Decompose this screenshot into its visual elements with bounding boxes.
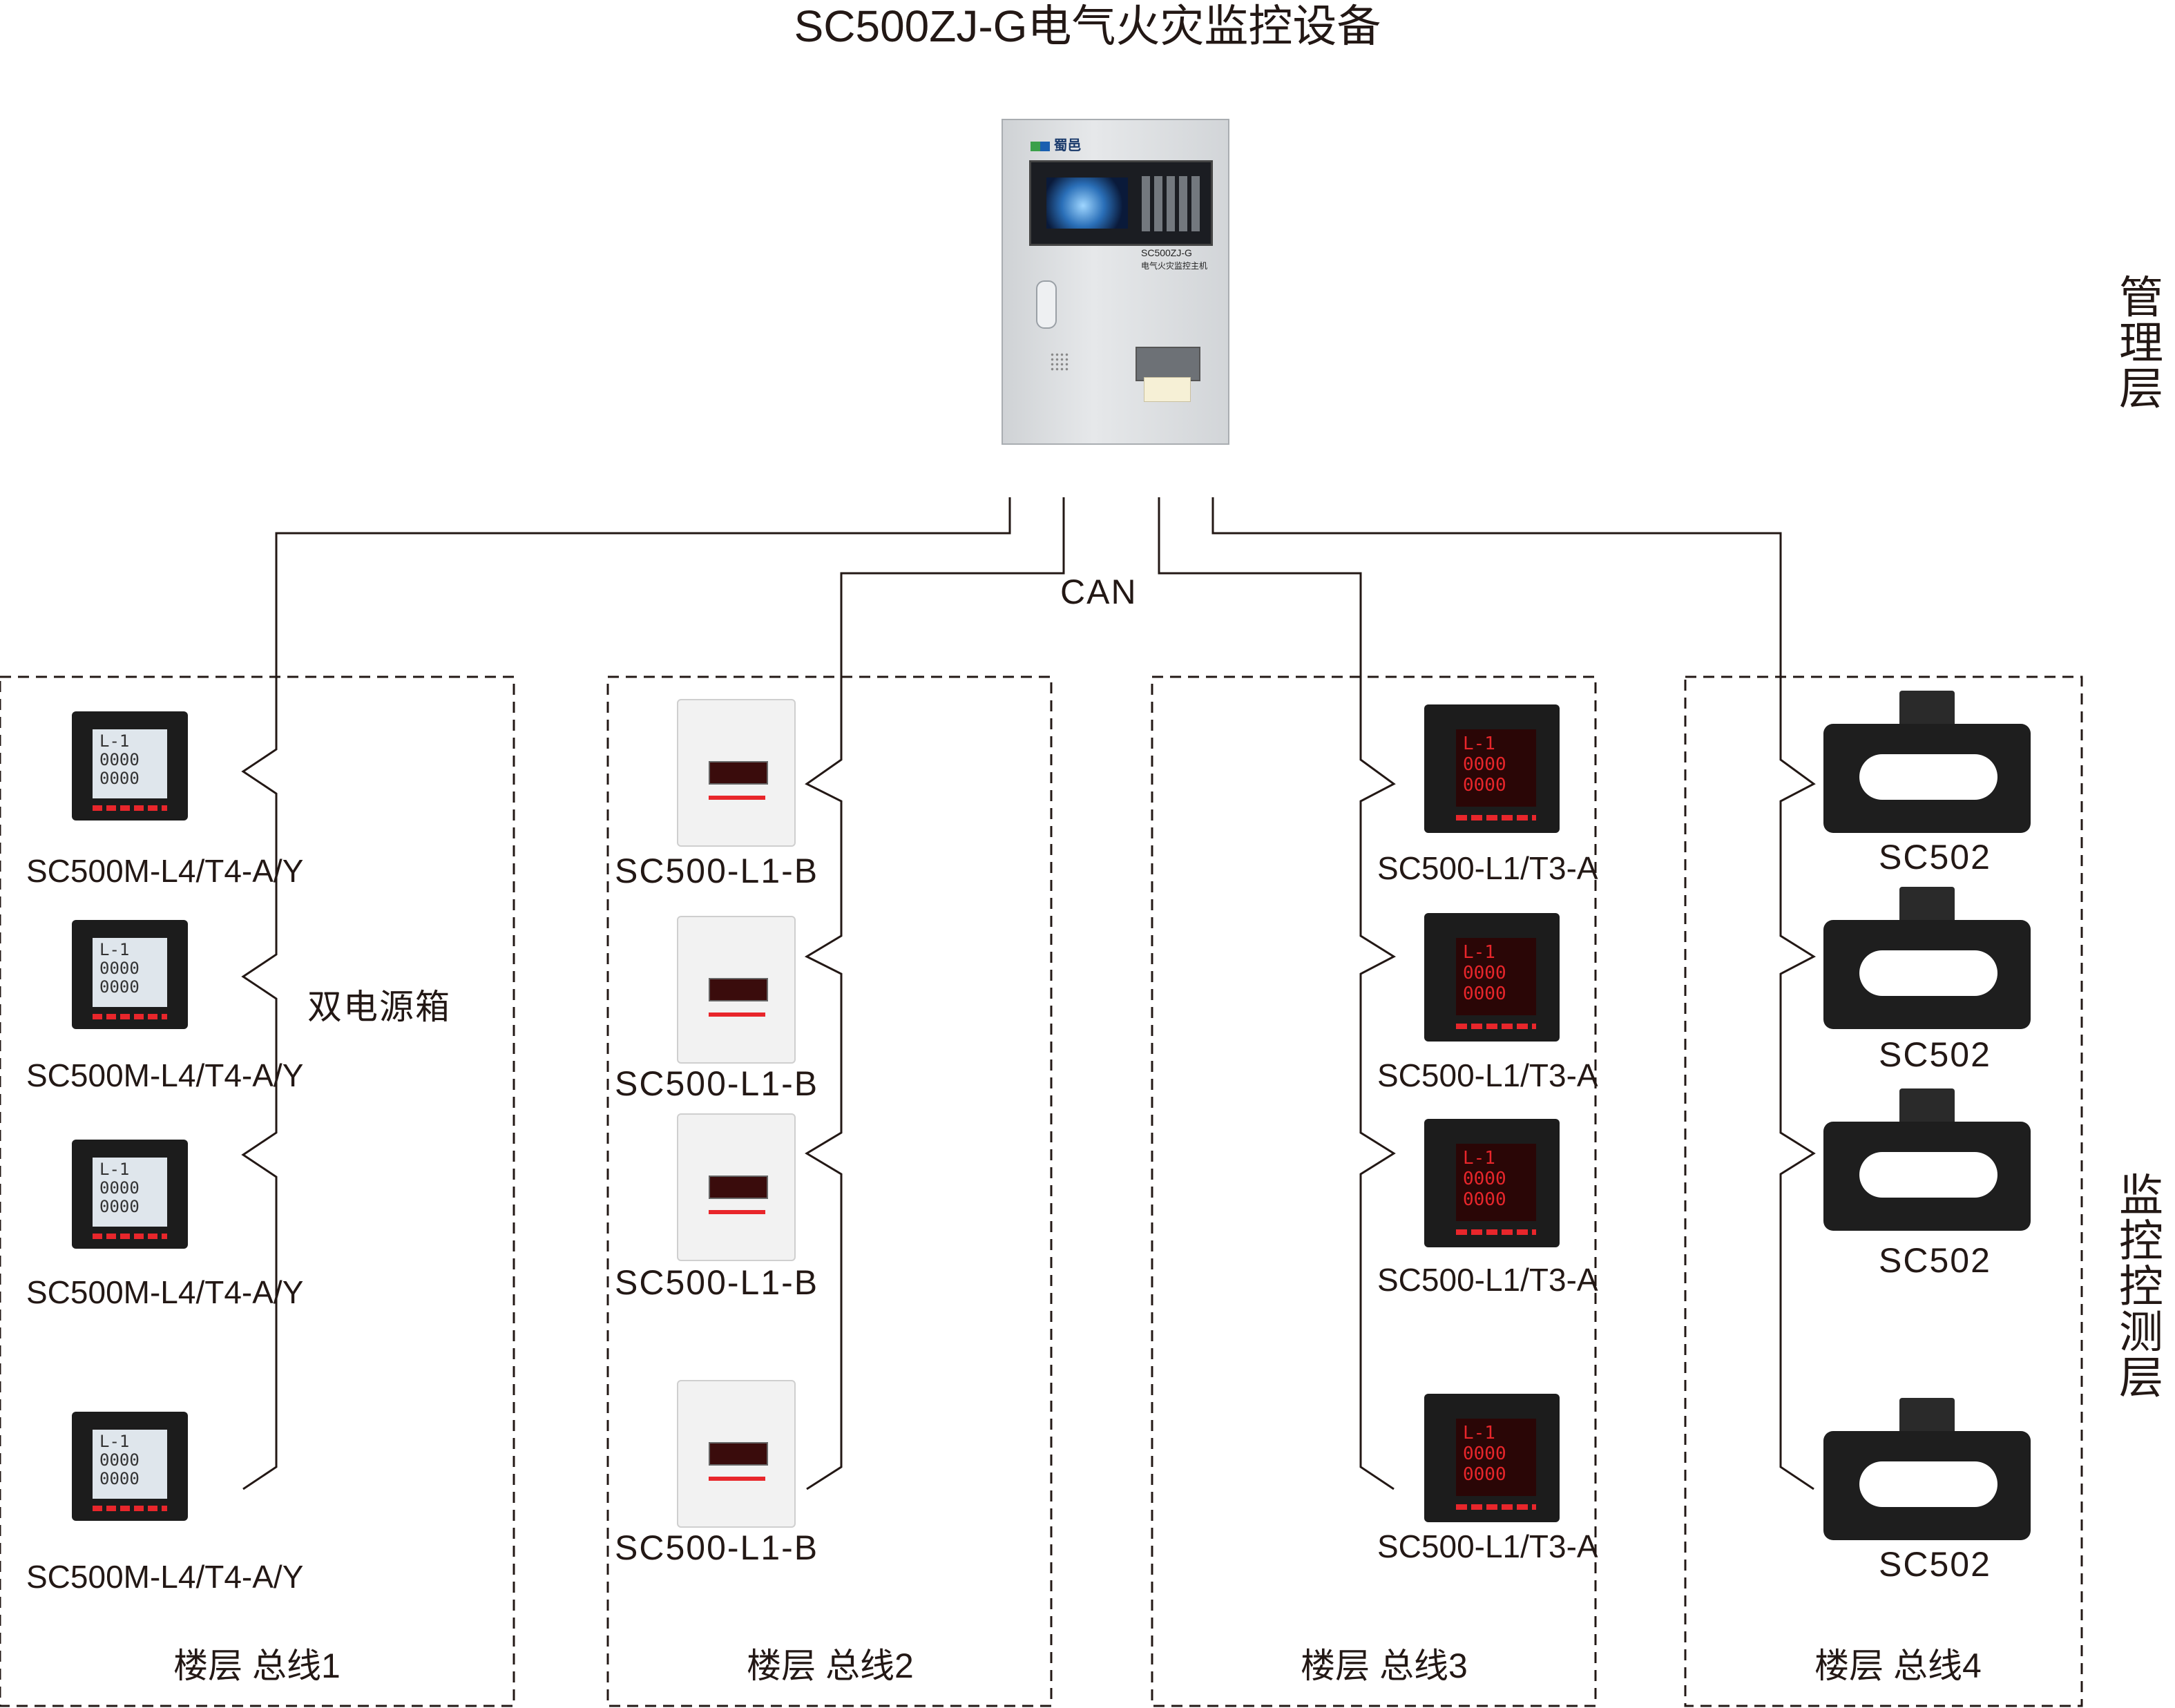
device-current-transformer [1823,691,2031,836]
module-led-display [709,978,768,1001]
host-speaker-grille [1050,352,1069,372]
bus-label-3: 楼层 总线3 [1301,1647,1468,1685]
device-label: SC500-L1-B [615,1528,819,1567]
meter-buttons [93,805,167,811]
sensor-terminal-block [1899,1088,1955,1126]
host-printer-slot [1136,347,1200,381]
device-label: SC500-L1/T3-A [1377,1262,1598,1298]
device-din-rail-module [677,916,796,1064]
host-key-lock-icon [1036,280,1057,329]
diagram-title: SC500ZJ-G电气火灾监控设备 [794,1,1381,51]
module-led-display [709,761,768,785]
logo-mark-icon [1031,141,1050,151]
meter-buttons [1456,1504,1536,1510]
device-label: SC500M-L4/T4-A/Y [26,1057,304,1093]
dual-power-box-label: 双电源箱 [307,988,451,1026]
device-din-rail-module [677,1113,796,1261]
sensor-window [1859,1461,1997,1507]
layer-label-management: 管理层 [2119,273,2163,414]
device-din-rail-module [677,699,796,847]
device-din-rail-module [677,1380,796,1528]
bus-label-4: 楼层 总线4 [1814,1647,1982,1685]
device-label: SC502 [1879,1241,1991,1280]
host-model-label: SC500ZJ-G [1141,247,1192,258]
sensor-terminal-block [1899,691,1955,728]
device-label: SC502 [1879,838,1991,876]
bus1-group-box [0,675,515,1707]
module-status-strip [709,796,765,800]
host-screen [1046,177,1128,229]
bus3-group-box [1151,675,1597,1707]
meter-buttons [1456,1024,1536,1029]
sensor-window [1859,1152,1997,1198]
sensor-terminal-block [1899,887,1955,924]
module-status-strip [709,1477,765,1481]
bus4-trunk-wire [1211,497,1817,1490]
bus4-group-box [1684,675,2083,1707]
bus2-group-box [606,675,1053,1707]
module-status-strip [709,1210,765,1214]
host-display-panel [1029,160,1213,246]
device-label: SC500-L1-B [615,1263,819,1302]
bus3-trunk-wire [1158,497,1397,1490]
bus-label-1: 楼层 总线1 [173,1647,341,1685]
module-led-display [709,1442,768,1466]
meter-buttons [1456,815,1536,821]
device-label: SC500M-L4/T4-A/Y [26,1274,304,1310]
host-subtitle-label: 电气火灾监控主机 [1141,261,1208,271]
sensor-terminal-block [1899,1398,1955,1435]
bus2-trunk-wire [804,497,1065,1490]
device-label: SC502 [1879,1035,1991,1074]
bus1-trunk-wire [241,497,1011,1490]
device-label: SC500-L1/T3-A [1377,850,1598,886]
host-cabinet: 蜀邑 SC500ZJ-G 电气火灾监控主机 [1002,119,1229,445]
meter-buttons [93,1506,167,1511]
host-keypad [1142,176,1201,231]
device-label: SC500-L1/T3-A [1377,1057,1598,1093]
device-label: SC500-L1-B [615,852,819,890]
meter-buttons [93,1234,167,1239]
sensor-window [1859,950,1997,996]
device-current-transformer [1823,887,2031,1032]
bus-label-2: 楼层 总线2 [747,1647,914,1685]
sensor-window [1859,754,1997,800]
device-label: SC500M-L4/T4-A/Y [26,1559,304,1595]
device-current-transformer [1823,1088,2031,1234]
device-current-transformer [1823,1398,2031,1543]
device-label: SC500-L1/T3-A [1377,1528,1598,1564]
can-label: CAN [1060,573,1138,611]
host-logo: 蜀邑 [1031,134,1082,154]
host-printer-paper [1144,377,1191,402]
device-label: SC500-L1-B [615,1064,819,1103]
layer-label-monitoring: 监控控测层 [2119,1171,2163,1403]
meter-buttons [1456,1229,1536,1235]
module-status-strip [709,1013,765,1017]
device-label: SC502 [1879,1545,1991,1584]
meter-buttons [93,1014,167,1019]
device-label: SC500M-L4/T4-A/Y [26,853,304,889]
module-led-display [709,1176,768,1199]
